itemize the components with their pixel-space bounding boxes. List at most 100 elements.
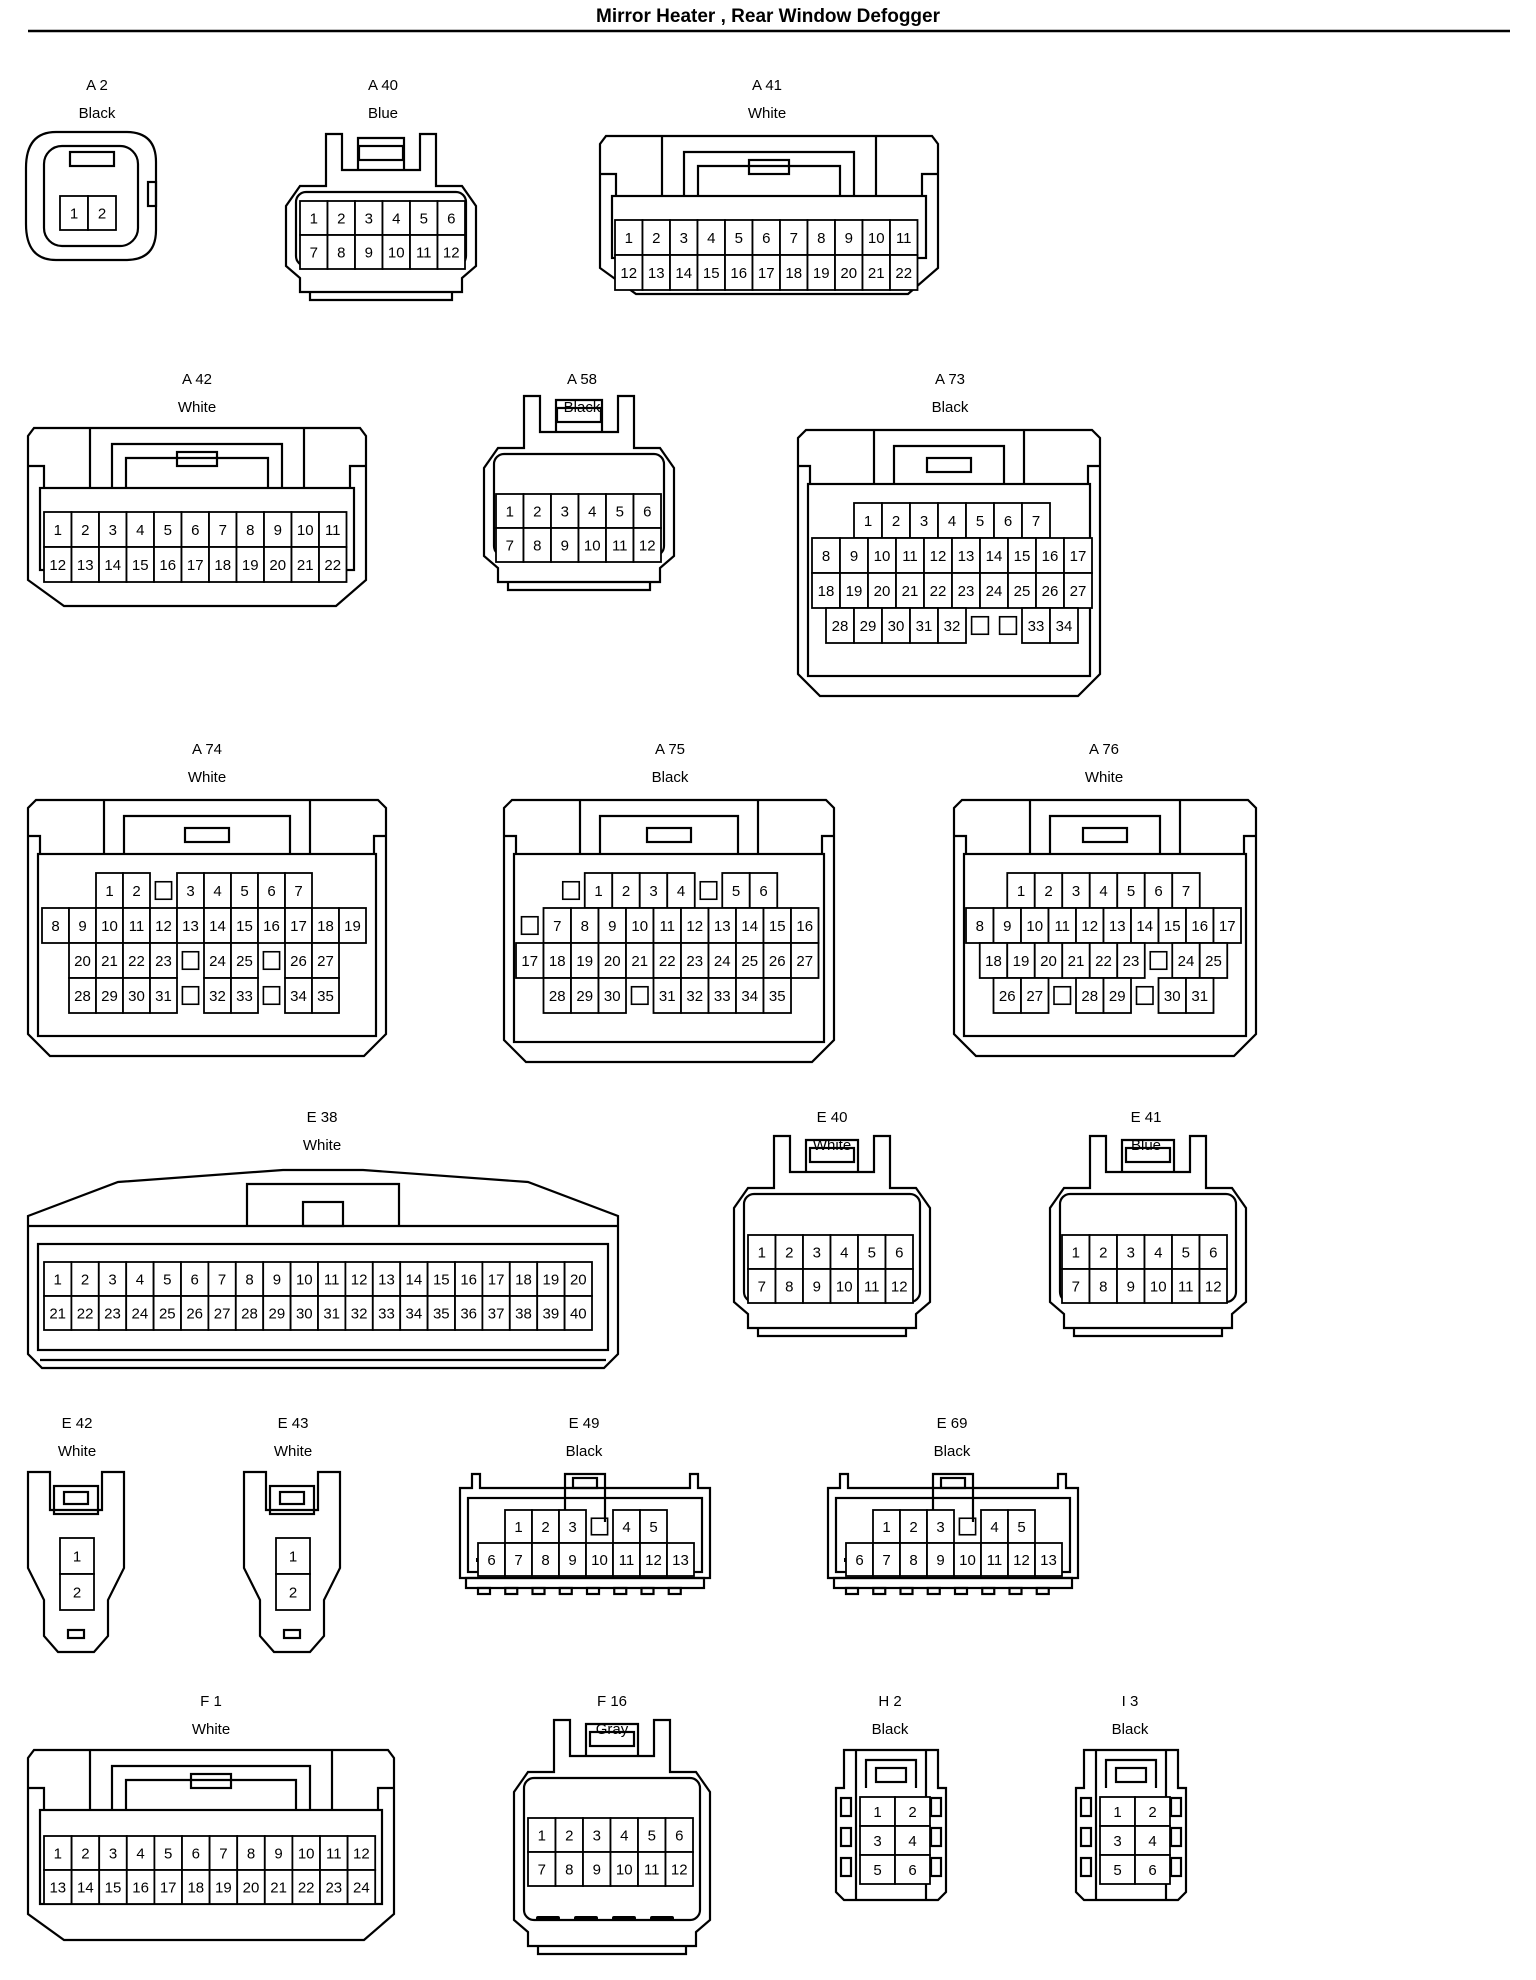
connector-e49-pin-9: 9 [568, 1552, 576, 1569]
connector-a74-pin-10: 10 [101, 918, 118, 935]
connector-a76-pin-21: 21 [1068, 953, 1085, 970]
connector-f16-pin-6: 6 [675, 1828, 683, 1845]
connector-e40-outline [732, 1134, 932, 1330]
connector-a42-pin-13: 13 [77, 557, 94, 574]
connector-h2-outline [839, 1856, 853, 1878]
connector-a58-pin-cell [495, 527, 525, 563]
connector-a74-pin-11: 11 [129, 918, 145, 935]
connector-a75-blank-cavity [520, 915, 539, 936]
connector-a75-pin-2: 2 [622, 883, 630, 900]
connector-a74-pin-5: 5 [240, 883, 248, 900]
connector-a76-pin-17: 17 [1219, 918, 1236, 935]
connector-e38-pin-31: 31 [323, 1306, 340, 1323]
connector-a41-pin-4: 4 [707, 230, 715, 247]
connector-e49-pin-cell [504, 1509, 533, 1544]
connector-a40-pin-cell [409, 234, 439, 270]
connector-h2-pin-1: 1 [873, 1804, 881, 1821]
connector-f1-pin-2: 2 [81, 1846, 89, 1863]
connector-a76-pin-13: 13 [1109, 918, 1126, 935]
connector-e49-pin-4: 4 [622, 1519, 630, 1536]
connector-e38-color-label: White [303, 1137, 341, 1154]
connector-e38-pin-18: 18 [515, 1272, 532, 1289]
connector-a75-pin-cell [625, 907, 655, 944]
connector-e49-outline [464, 1576, 706, 1590]
connector-a74-pin-6: 6 [267, 883, 275, 900]
connector-a74-pin-24: 24 [209, 953, 226, 970]
connector-f16-pin-9: 9 [593, 1862, 601, 1879]
connector-a73-pin-5: 5 [976, 513, 984, 530]
connector-e69-pin-3: 3 [936, 1519, 944, 1536]
connector-f1-pin-7: 7 [219, 1846, 227, 1863]
connector-f16-latch-slot [536, 1916, 560, 1921]
connector-a74-pin-4: 4 [213, 883, 221, 900]
connector-a58-pin-cell [577, 493, 607, 529]
connector-e38-pin-21: 21 [49, 1306, 66, 1323]
connector-e38-pin-1: 1 [54, 1272, 62, 1289]
connector-a73-pin-cell [825, 607, 855, 644]
connector-a74-pin-cell [284, 977, 313, 1014]
connector-a41-color-label: White [748, 105, 786, 122]
connector-a76-pin-8: 8 [976, 918, 984, 935]
connector-a40-pin-cell [354, 200, 384, 236]
connector-a40-pin-5: 5 [420, 211, 428, 228]
connector-f1-pin-cell [208, 1869, 239, 1905]
connector-i3-pin-2: 2 [1148, 1804, 1156, 1821]
connector-e69-pin-cell [845, 1542, 874, 1577]
connector-a42-pin-8: 8 [246, 522, 254, 539]
connector-e49-pin-3: 3 [568, 1519, 576, 1536]
connector-e43-outline [242, 1470, 342, 1654]
connector-e40-pin-12: 12 [891, 1279, 908, 1296]
connector-e49-outline [585, 1586, 601, 1596]
connector-f16-outline [588, 1730, 636, 1748]
connector-e40-id-label: E 40 [817, 1109, 848, 1126]
connector-f1-pin-10: 10 [298, 1846, 315, 1863]
connector-a76-pin-11: 11 [1054, 918, 1070, 935]
connector-a76-pin-9: 9 [1003, 918, 1011, 935]
connector-a40-pin-12: 12 [443, 245, 460, 262]
connector-i3-pin-6: 6 [1148, 1862, 1156, 1879]
connector-a42-pin-3: 3 [109, 522, 117, 539]
connector-a74-color-label: White [188, 769, 226, 786]
connector-a73-outline [796, 428, 1102, 698]
connector-a74-pin-cell [257, 872, 286, 909]
connector-a42-outline [175, 450, 219, 468]
connector-a73-pin-cell [853, 502, 883, 539]
connector-h2-outline [929, 1856, 943, 1878]
connector-a2-color-label: Black [79, 105, 116, 122]
connector-a42-pin-17: 17 [187, 557, 204, 574]
connector-i3-pin-1: 1 [1113, 1804, 1121, 1821]
connector-a75-pin-26: 26 [769, 953, 786, 970]
connector-a75-pin-24: 24 [714, 953, 731, 970]
connector-e38-pin-33: 33 [378, 1306, 395, 1323]
connector-a75-pin-22: 22 [659, 953, 676, 970]
connector-a76-pin-cell [1006, 872, 1036, 909]
connector-e42-id-label: E 42 [62, 1415, 93, 1432]
connector-e42-outline [66, 1628, 86, 1640]
connector-e69-outline [899, 1586, 914, 1596]
connector-e41-pin-3: 3 [1127, 1245, 1135, 1262]
connector-a41-pin-10: 10 [868, 230, 885, 247]
connector-e38-pin-cell [207, 1295, 237, 1331]
connector-f16-pin-cell [664, 1817, 694, 1853]
connector-e40-pin-cell [774, 1234, 804, 1270]
connector-a76-pin-18: 18 [985, 953, 1002, 970]
connector-a74-pin-9: 9 [78, 918, 86, 935]
connector-a73-blank-cavity [998, 615, 1018, 636]
connector-e41-pin-cell [1143, 1234, 1173, 1270]
connector-a42-pin-12: 12 [49, 557, 66, 574]
connector-a42-pin-cell [180, 511, 210, 548]
connector-e43-pin-1: 1 [289, 1549, 297, 1566]
connector-f1-color-label: White [192, 1721, 230, 1738]
connector-e38-pin-13: 13 [378, 1272, 395, 1289]
connector-a75-blank-cavity [561, 880, 581, 901]
connector-e43-outline [268, 1484, 316, 1516]
connector-a2-pin-cell [59, 195, 89, 231]
connector-a75-pin-cell [707, 977, 737, 1014]
connector-e38-outline [301, 1200, 345, 1228]
connector-e49-outline [640, 1586, 655, 1596]
